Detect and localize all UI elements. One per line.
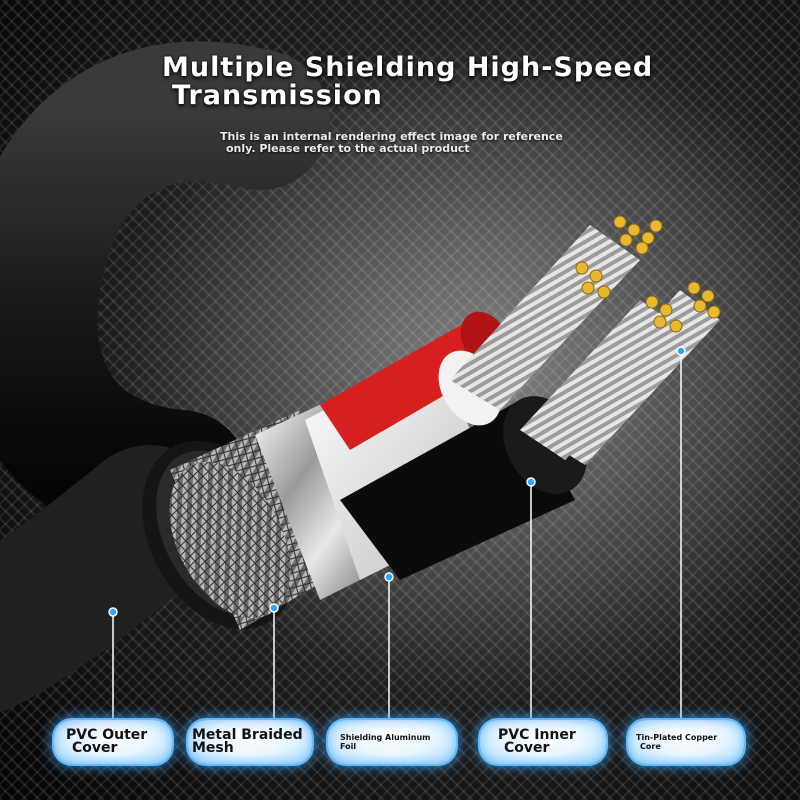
disclaimer-line-1: This is an internal rendering effect ima… [220, 130, 563, 143]
label-line: Mesh [192, 740, 234, 756]
label-tin-plated-copper-core: Tin-Plated Copper Core [628, 720, 744, 764]
label-line: Tin-Plated Copper [636, 733, 718, 742]
strand-2 [470, 270, 600, 395]
label-metal-braided-mesh: Metal Braided Mesh [188, 720, 312, 764]
label-line: Cover [72, 740, 118, 756]
label-pvc-outer-cover: PVC Outer Cover [54, 720, 172, 764]
label-line: Cover [504, 740, 550, 756]
title-line-2: Transmission [172, 80, 383, 111]
label-line: Metal Braided [192, 727, 303, 743]
cable-lower [0, 445, 225, 713]
callout-lines [112, 351, 682, 720]
strand-4 [545, 290, 720, 465]
label-line: Shielding Aluminum [340, 733, 431, 742]
label-line: PVC Inner [498, 727, 576, 743]
callout-dots [108, 346, 686, 617]
label-pvc-inner-cover: PVC Inner Cover [480, 720, 606, 764]
label-shielding-aluminum-foil: Shielding Aluminum Foil [328, 720, 456, 764]
title-line-1: Multiple Shielding High-Speed [162, 52, 654, 83]
label-line: Core [640, 742, 661, 751]
cable-loop [0, 41, 330, 550]
label-line: Foil [340, 742, 357, 751]
label-line: PVC Outer [66, 727, 148, 743]
copper-tips [575, 215, 721, 333]
disclaimer-line-2: only. Please refer to the actual product [226, 142, 470, 155]
